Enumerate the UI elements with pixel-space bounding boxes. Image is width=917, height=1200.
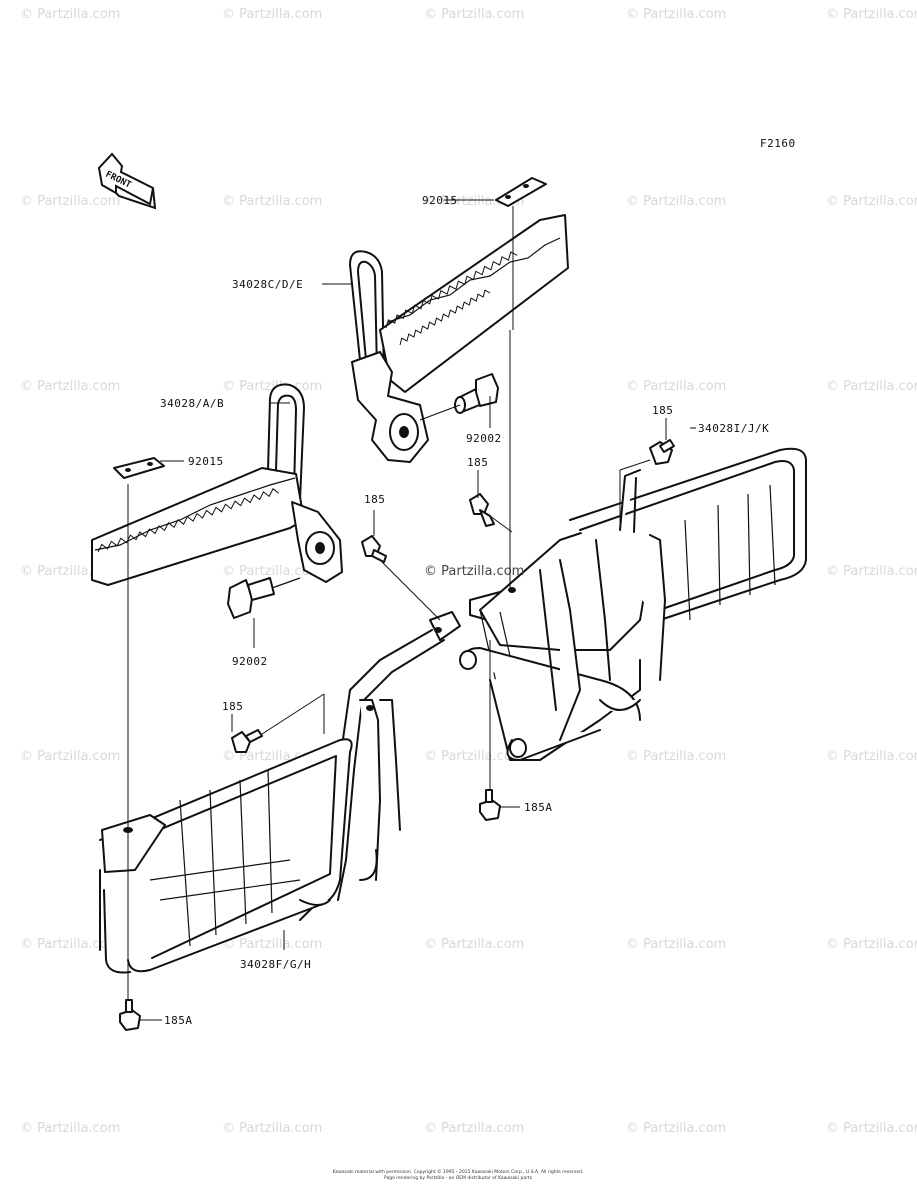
footpeg-lower xyxy=(91,383,343,586)
callout-185-center: 185 xyxy=(364,493,385,506)
callout-185-upper-right: 185 xyxy=(652,404,673,417)
watermark: © Partzilla.com xyxy=(424,1121,524,1136)
watermark: © Partzilla.com xyxy=(20,937,120,952)
bolt-92002-lower xyxy=(227,577,301,619)
watermark: © Partzilla.com xyxy=(222,564,322,579)
callout-185-left: 185 xyxy=(222,700,243,713)
watermark: © Partzilla.com xyxy=(20,379,120,394)
bolt-185-upper-mid xyxy=(469,493,495,527)
callout-185-upper-mid: 185 xyxy=(467,456,488,469)
footpeg-upper xyxy=(349,214,569,463)
watermark: © Partzilla.com xyxy=(626,1121,726,1136)
watermark: © Partzilla.com xyxy=(20,749,120,764)
watermark: © Partzilla.com xyxy=(826,564,917,579)
leader-lines xyxy=(127,199,696,1021)
callout-footpeg-ab: 34028/A/B xyxy=(160,397,224,410)
bolt-185-left xyxy=(231,729,263,753)
bolt-185a-left xyxy=(119,999,141,1031)
callout-footpeg-cde: 34028C/D/E xyxy=(232,278,303,291)
bolt-185a-right xyxy=(479,789,501,821)
callout-bolt-lower: 92002 xyxy=(232,655,268,668)
callout-185a-right: 185A xyxy=(524,801,553,814)
watermark: © Partzilla.com xyxy=(20,7,120,22)
watermark: © Partzilla.com xyxy=(826,379,917,394)
watermark: © Partzilla.com xyxy=(424,937,524,952)
watermark: © Partzilla.com xyxy=(222,1121,322,1136)
bolt-185-center xyxy=(361,535,387,563)
watermark: © Partzilla.com xyxy=(826,7,917,22)
callout-guard-ijk: 34028I/J/K xyxy=(698,422,769,435)
callouts: 34028C/D/E 92015 92002 185 185 34028I/J/… xyxy=(160,194,769,1027)
callout-pad-lower: 92015 xyxy=(188,455,224,468)
watermark: © Partzilla.com xyxy=(826,937,917,952)
watermark: © Partzilla.com xyxy=(826,749,917,764)
center-watermark: © Partzilla.com xyxy=(424,564,524,579)
bolt-92002-upper xyxy=(419,373,499,421)
footpeg-pad-lower xyxy=(113,457,165,479)
watermark: © Partzilla.com xyxy=(626,194,726,209)
watermark: © Partzilla.com xyxy=(20,194,120,209)
watermark: © Partzilla.com xyxy=(626,7,726,22)
watermark: © Partzilla.com xyxy=(626,937,726,952)
watermark: © Partzilla.com xyxy=(424,7,524,22)
callout-pad-upper: 92015 xyxy=(422,194,458,207)
watermark: © Partzilla.com xyxy=(222,937,322,952)
bolt-185-upper-right xyxy=(649,439,675,465)
watermark: © Partzilla.com xyxy=(826,1121,917,1136)
watermark: © Partzilla.com xyxy=(222,194,322,209)
footer-copyright: Kawasaki material with permission. Copyr… xyxy=(333,1168,584,1175)
guard-left xyxy=(99,611,461,974)
callout-185a-left: 185A xyxy=(164,1014,193,1027)
watermark: © Partzilla.com xyxy=(424,749,524,764)
watermark: © Partzilla.com xyxy=(826,194,917,209)
footer-credit: Page rendering by Partzilla - an OEM dis… xyxy=(384,1175,533,1181)
callout-bolt-upper: 92002 xyxy=(466,432,502,445)
guard-right xyxy=(459,447,807,761)
callout-guard-fgh: 34028F/G/H xyxy=(240,958,311,971)
watermark: © Partzilla.com xyxy=(626,379,726,394)
footpeg-pad-upper xyxy=(495,177,547,207)
watermark: © Partzilla.com xyxy=(626,749,726,764)
watermark: © Partzilla.com xyxy=(20,1121,120,1136)
watermark: © Partzilla.com xyxy=(222,7,322,22)
front-arrow-icon: FRONT xyxy=(97,152,157,210)
figure-code: F2160 xyxy=(760,137,796,150)
